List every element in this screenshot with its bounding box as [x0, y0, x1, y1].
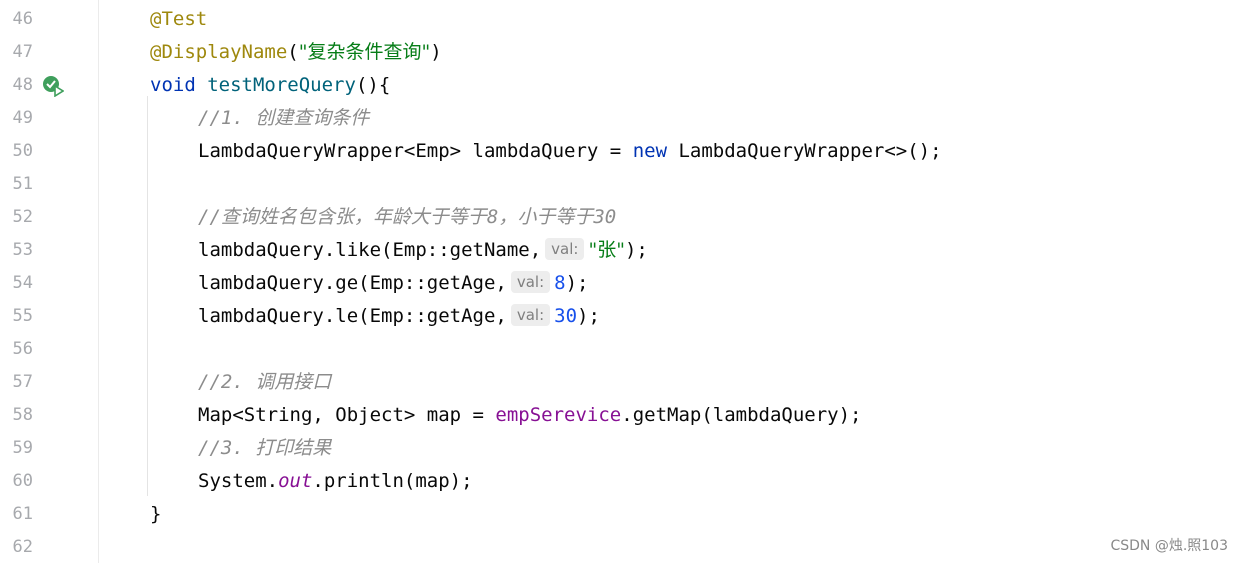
string-literal: "张": [588, 239, 625, 261]
closing-brace: }: [150, 503, 162, 525]
code-line-49: 49 //1. 创建查询条件: [0, 102, 1244, 135]
code-line-48: 48 void testMoreQuery(){: [0, 69, 1244, 102]
line-number: 61: [12, 504, 33, 524]
comment: //2. 调用接口: [198, 371, 332, 393]
code-line-46: 46 @Test: [0, 3, 1244, 36]
string-literal: "复杂条件查询": [298, 41, 431, 63]
line-number: 62: [12, 537, 33, 557]
line-number: 55: [12, 306, 33, 326]
code-text: lambdaQuery.like(Emp::getName,val:"张");: [198, 234, 648, 267]
code-text: .println(map);: [312, 470, 473, 492]
line-number: 59: [12, 438, 33, 458]
code-line-58: 58 Map<String, Object> map = empSerevice…: [0, 399, 1244, 432]
line-number: 48: [12, 75, 33, 95]
code-text: .getMap(lambdaQuery);: [621, 404, 862, 426]
code-text: @DisplayName("复杂条件查询"): [150, 36, 442, 69]
code-text: LambdaQueryWrapper<Emp> lambdaQuery = ne…: [198, 135, 942, 168]
annotation-test: @Test: [150, 8, 208, 30]
code-text: (){: [355, 74, 391, 96]
comment: //查询姓名包含张，年龄大于等于8，小于等于30: [198, 206, 617, 228]
code-text: lambdaQuery.like(Emp::getName,: [198, 239, 542, 261]
number-literal: 30: [554, 305, 578, 327]
code-line-54: 54 lambdaQuery.ge(Emp::getAge,val:8);: [0, 267, 1244, 300]
code-text: lambdaQuery.ge(Emp::getAge,val:8);: [198, 267, 589, 300]
line-number: 53: [12, 240, 33, 260]
parameter-hint: val:: [545, 238, 585, 260]
line-number: 54: [12, 273, 33, 293]
line-number: 51: [12, 174, 33, 194]
code-text: LambdaQueryWrapper<>();: [667, 140, 942, 162]
code-text: );: [577, 305, 600, 327]
line-number: 56: [12, 339, 33, 359]
code-line-51: 51: [0, 168, 1244, 201]
code-line-50: 50 LambdaQueryWrapper<Emp> lambdaQuery =…: [0, 135, 1244, 168]
code-text: System.: [198, 470, 279, 492]
method-declaration: void testMoreQuery(){: [150, 69, 390, 102]
line-number: 46: [12, 9, 33, 29]
code-line-59: 59 //3. 打印结果: [0, 432, 1244, 465]
line-number: 58: [12, 405, 33, 425]
code-text: lambdaQuery.le(Emp::getAge,: [198, 305, 507, 327]
method-name: testMoreQuery: [207, 74, 356, 96]
code-text: );: [624, 239, 648, 261]
keyword-new: new: [632, 140, 668, 162]
gutter-divider: [98, 0, 99, 563]
code-text: );: [565, 272, 589, 294]
line-number: 52: [12, 207, 33, 227]
line-number: 47: [12, 42, 33, 62]
static-field: out: [278, 470, 313, 492]
code-line-56: 56: [0, 333, 1244, 366]
indent-guide: [147, 96, 148, 496]
run-test-icon[interactable]: [42, 75, 64, 97]
code-line-53: 53 lambdaQuery.like(Emp::getName,val:"张"…: [0, 234, 1244, 267]
number-literal: 8: [554, 272, 566, 294]
line-number: 57: [12, 372, 33, 392]
parameter-hint: val:: [510, 304, 551, 326]
line-number: 60: [12, 471, 33, 491]
code-line-52: 52 //查询姓名包含张，年龄大于等于8，小于等于30: [0, 201, 1244, 234]
code-line-61: 61 }: [0, 498, 1244, 531]
watermark: CSDN @烛.照103: [1110, 538, 1228, 554]
paren: ): [430, 41, 442, 63]
code-text: LambdaQueryWrapper<Emp> lambdaQuery =: [198, 140, 633, 162]
comment: //1. 创建查询条件: [198, 107, 370, 129]
code-text: lambdaQuery.le(Emp::getAge,val:30);: [198, 300, 600, 333]
code-line-62: 62: [0, 531, 1244, 564]
code-text: Map<String, Object> map =: [198, 404, 496, 426]
parameter-hint: val:: [510, 271, 551, 293]
code-line-57: 57 //2. 调用接口: [0, 366, 1244, 399]
code-text: lambdaQuery.ge(Emp::getAge,: [198, 272, 507, 294]
line-number: 49: [12, 108, 33, 128]
keyword-void: void: [150, 74, 196, 96]
code-text: System.out.println(map);: [198, 465, 473, 498]
comment: //3. 打印结果: [198, 437, 332, 459]
code-line-47: 47 @DisplayName("复杂条件查询"): [0, 36, 1244, 69]
line-number: 50: [12, 141, 33, 161]
code-text: Map<String, Object> map = empSerevice.ge…: [198, 399, 861, 432]
field-reference: empSerevice: [495, 404, 622, 426]
paren: (: [287, 41, 299, 63]
code-line-60: 60 System.out.println(map);: [0, 465, 1244, 498]
code-line-55: 55 lambdaQuery.le(Emp::getAge,val:30);: [0, 300, 1244, 333]
annotation-display-name: @DisplayName: [150, 41, 288, 63]
